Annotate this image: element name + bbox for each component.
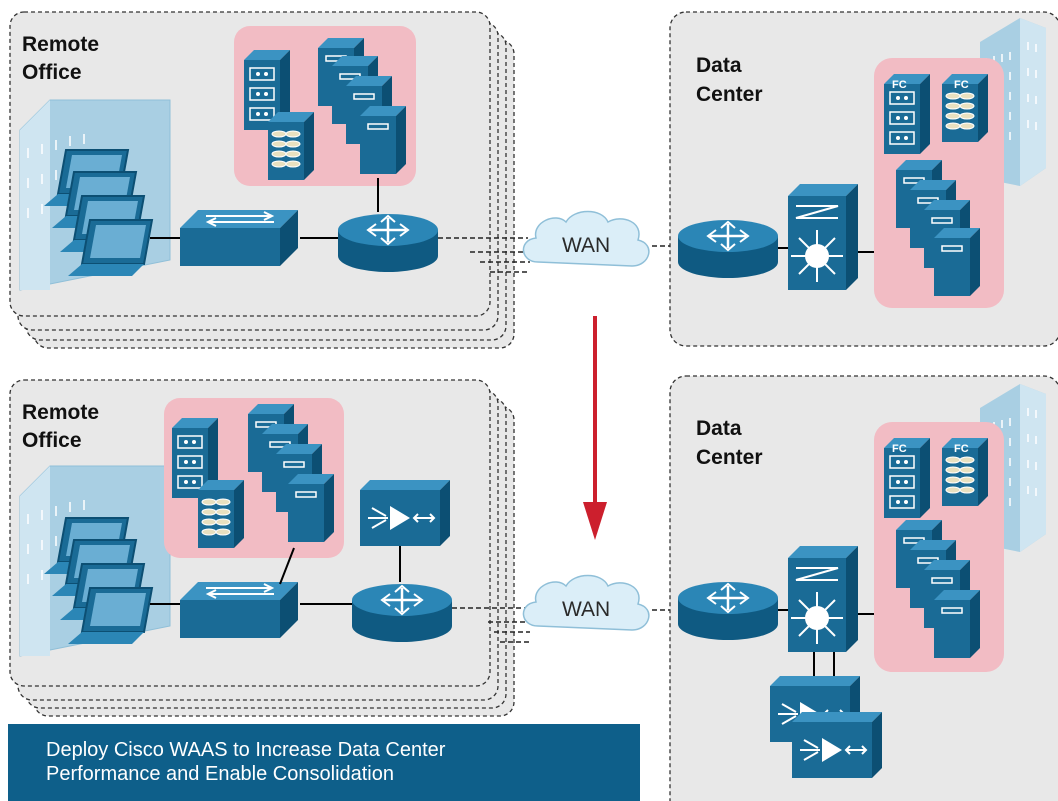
bottom-dc-fc-file-server-icon: FC	[883, 437, 931, 519]
top-dc-multilayer-switch-icon	[787, 183, 859, 291]
waas-appliance-icon	[791, 711, 883, 779]
bottom-wan-label: WAN	[562, 598, 610, 621]
top-dc-fc-storage-icon: FC	[941, 73, 989, 143]
top-wan-cloud-icon: WAN	[522, 210, 650, 267]
top-dc-router-icon	[676, 218, 780, 280]
svg-text:FC: FC	[954, 79, 969, 91]
svg-text:FC: FC	[892, 443, 907, 455]
top-remote-office-label-1: Remote	[22, 33, 99, 56]
bottom-dc-router-icon	[676, 580, 780, 642]
top-data-center-label-1: Data	[696, 54, 742, 77]
storage-icon	[197, 479, 245, 549]
bottom-remote-switch-icon	[179, 581, 299, 639]
top-remote-switch-icon	[179, 209, 299, 267]
bottom-dc-multilayer-switch-icon	[787, 545, 859, 653]
bottom-data-center-label-2: Center	[696, 446, 763, 469]
bottom-wan-cloud-icon: WAN	[522, 574, 650, 631]
bottom-remote-office-label-2: Office	[22, 429, 82, 452]
top-remote-router-icon	[336, 212, 440, 274]
top-data-center-label-2: Center	[696, 83, 763, 106]
top-dc-fc-file-server-icon: FC	[883, 73, 931, 155]
caption-banner: Deploy Cisco WAAS to Increase Data Cente…	[8, 724, 640, 801]
bottom-data-center-label-1: Data	[696, 417, 742, 440]
migration-arrow-icon	[583, 316, 607, 540]
storage-icon	[267, 111, 315, 181]
waas-appliance-icon	[359, 479, 451, 547]
svg-text:FC: FC	[954, 443, 969, 455]
bottom-dc-fc-storage-icon: FC	[941, 437, 989, 507]
caption-line-1: Deploy Cisco WAAS to Increase Data Cente…	[46, 739, 446, 761]
bottom-remote-router-icon	[350, 582, 454, 644]
top-wan-links	[438, 237, 678, 273]
bottom-remote-office-label-1: Remote	[22, 401, 99, 424]
svg-text:FC: FC	[892, 79, 907, 91]
top-wan-label: WAN	[562, 234, 610, 257]
caption-line-2: Performance and Enable Consolidation	[46, 763, 394, 785]
top-remote-office-label-2: Office	[22, 61, 82, 84]
bottom-wan-links	[452, 607, 678, 643]
